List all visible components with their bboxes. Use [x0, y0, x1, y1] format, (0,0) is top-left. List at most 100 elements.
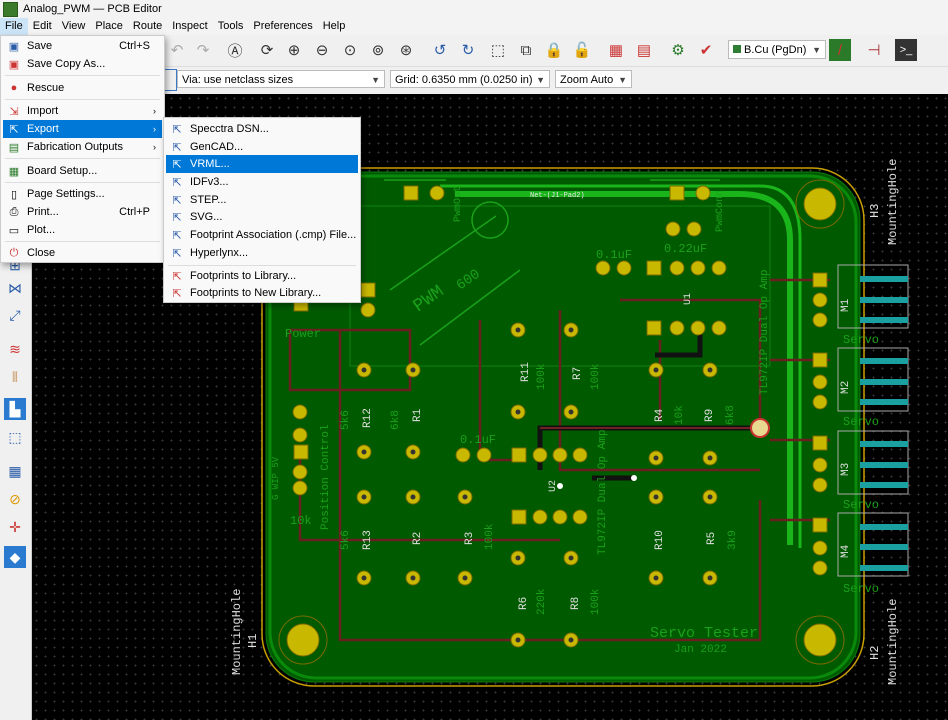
layer-color-swatch — [733, 45, 741, 53]
hole-label: MountingHole — [230, 589, 244, 675]
chevron-down-icon: ▼ — [536, 75, 545, 85]
file-menu-rescue-label: Rescue — [27, 82, 65, 94]
export-idf[interactable]: ⇱IDFv3... — [166, 173, 358, 191]
app-icon — [3, 1, 18, 17]
menu-separator — [5, 182, 160, 183]
menu-inspect[interactable]: Inspect — [172, 20, 208, 32]
board-setup-icon[interactable]: ⊣ — [867, 42, 881, 59]
menu-edit[interactable]: Edit — [32, 20, 52, 32]
rotate-cw-icon[interactable]: ↻ — [461, 42, 475, 59]
menu-help[interactable]: Help — [322, 20, 346, 32]
layer-select[interactable]: B.Cu (PgDn)▼ — [728, 40, 826, 59]
ratsnest-icon[interactable]: ⋈ — [8, 279, 22, 296]
rotate-ccw-icon[interactable]: ↺ — [433, 42, 447, 59]
add-zone-icon[interactable]: ▦ — [8, 462, 22, 479]
r-value-label: 220k — [536, 588, 548, 615]
terminal-icon[interactable]: >_ — [895, 39, 917, 61]
export-svg[interactable]: ⇱SVG... — [166, 208, 358, 226]
export-hyperlynx[interactable]: ⇱Hyperlynx... — [166, 244, 358, 262]
zoom-in-icon[interactable]: ⊕ — [287, 42, 301, 59]
chevron-down-icon: ▼ — [618, 75, 627, 85]
export-footprints-new-lib[interactable]: ⇱Footprints to New Library... — [166, 284, 358, 302]
u1-name-label: TL972IP Dual Op Amp — [759, 270, 771, 395]
export-icon: ⇱ — [172, 123, 182, 136]
zoom-value: Zoom Auto — [560, 74, 614, 86]
menu-tools[interactable]: Tools — [217, 20, 244, 32]
undo-icon[interactable]: ↶ — [170, 42, 184, 59]
export-icon: ⇱ — [172, 176, 182, 189]
redo-icon[interactable]: ↷ — [196, 42, 210, 59]
netlist-icon[interactable]: ▦ — [608, 42, 624, 59]
menu-route[interactable]: Route — [132, 20, 163, 32]
lock-icon[interactable]: 🔒 — [544, 42, 564, 59]
refresh-icon[interactable]: ⟳ — [260, 42, 274, 59]
r-value-label: 6k8 — [725, 405, 737, 425]
file-menu-export[interactable]: ⇱Export› — [3, 120, 162, 138]
menu-file[interactable]: File — [0, 18, 28, 35]
local-ratsnest-icon[interactable]: ⤢ — [9, 306, 21, 323]
tune-length-icon[interactable]: ▙ — [4, 398, 26, 420]
route-track-icon[interactable]: ≋ — [9, 340, 21, 357]
rescue-icon: ● — [10, 82, 18, 94]
layer-manager-icon[interactable]: ◆ — [4, 546, 26, 568]
file-menu-fabrication[interactable]: ▤Fabrication Outputs› — [3, 138, 162, 156]
export-footprints-lib[interactable]: ⇱Footprints to Library... — [166, 267, 358, 285]
plot-icon: ▭ — [8, 224, 20, 237]
ref-label: M3 — [840, 463, 852, 476]
menu-view[interactable]: View — [61, 20, 86, 32]
scripting-icon[interactable]: ⚙ — [671, 42, 685, 59]
file-menu-plot[interactable]: ▭Plot... — [3, 221, 162, 239]
unlock-icon[interactable]: 🔓 — [572, 42, 592, 59]
menu-place[interactable]: Place — [95, 20, 123, 32]
grid-select[interactable]: Grid: 0.6350 mm (0.0250 in)▼ — [390, 70, 550, 88]
library-icon: ⇱ — [172, 270, 182, 283]
ref-label: R5 — [706, 532, 718, 545]
file-menu-page-settings[interactable]: ▯Page Settings... — [3, 185, 162, 203]
chevron-right-icon: › — [153, 106, 156, 116]
file-menu-print-label: Print... — [27, 206, 59, 218]
drc-icon[interactable]: ✔ — [699, 42, 713, 59]
export-cmp[interactable]: ⇱Footprint Association (.cmp) File... — [166, 226, 358, 244]
inspect-icon[interactable]: ⊞ — [9, 256, 21, 273]
group-icon[interactable]: ⬚ — [490, 42, 506, 59]
file-menu-print[interactable]: ⎙Print...Ctrl+P — [3, 203, 162, 221]
file-menu-import[interactable]: ⇲Import› — [3, 102, 162, 120]
zoom-out-icon[interactable]: ⊖ — [315, 42, 329, 59]
export-icon: ⇱ — [172, 194, 182, 207]
add-graphic-icon[interactable]: ✛ — [9, 518, 21, 535]
file-menu-save-copy[interactable]: ▣Save Copy As... — [3, 55, 162, 73]
window-title: Analog_PWM — PCB Editor — [23, 3, 162, 15]
zoom-selection-icon[interactable]: ⊛ — [399, 42, 413, 59]
ungroup-icon[interactable]: ⧉ — [520, 41, 532, 59]
export-icon: ⇱ — [172, 158, 182, 171]
layer-select-value: B.Cu (PgDn) — [744, 44, 807, 56]
via-size-select[interactable]: Via: use netclass sizes▼ — [177, 70, 385, 88]
file-menu-board-setup[interactable]: ▦Board Setup... — [3, 162, 162, 180]
find-icon[interactable]: Ⓐ — [227, 42, 243, 60]
export-vrml[interactable]: ⇱VRML... — [166, 155, 358, 173]
file-menu-rescue[interactable]: ● Rescue — [3, 79, 162, 97]
add-via-icon[interactable]: ⬚ — [8, 428, 22, 445]
layer-pair-icon[interactable]: / — [829, 39, 851, 61]
track-width-icon[interactable] — [163, 69, 177, 91]
file-menu-close[interactable]: ⏻Close — [3, 244, 162, 262]
zoom-fit-icon[interactable]: ⊙ — [343, 42, 357, 59]
export-gencad[interactable]: ⇱GenCAD... — [166, 138, 358, 156]
board-title-label: Servo Tester — [650, 625, 758, 642]
ref-label: R7 — [572, 367, 584, 380]
ref-label: R11 — [520, 362, 532, 382]
save-copy-icon: ▣ — [8, 58, 20, 71]
route-diff-pair-icon[interactable]: ⫴ — [12, 368, 18, 385]
add-keepout-icon[interactable]: ⊘ — [9, 490, 21, 507]
export-specctra[interactable]: ⇱Specctra DSN... — [166, 120, 358, 138]
export-step[interactable]: ⇱STEP... — [166, 191, 358, 209]
chevron-down-icon: ▼ — [371, 75, 380, 85]
export-submenu: ⇱Specctra DSN... ⇱GenCAD... ⇱VRML... ⇱ID… — [163, 117, 361, 303]
zoom-select[interactable]: Zoom Auto ▼ — [555, 70, 632, 88]
footprint-editor-icon[interactable]: ▤ — [636, 42, 652, 59]
zoom-objects-icon[interactable]: ⊚ — [371, 42, 385, 59]
menu-preferences[interactable]: Preferences — [253, 20, 313, 32]
print-icon: ⎙ — [9, 205, 19, 218]
